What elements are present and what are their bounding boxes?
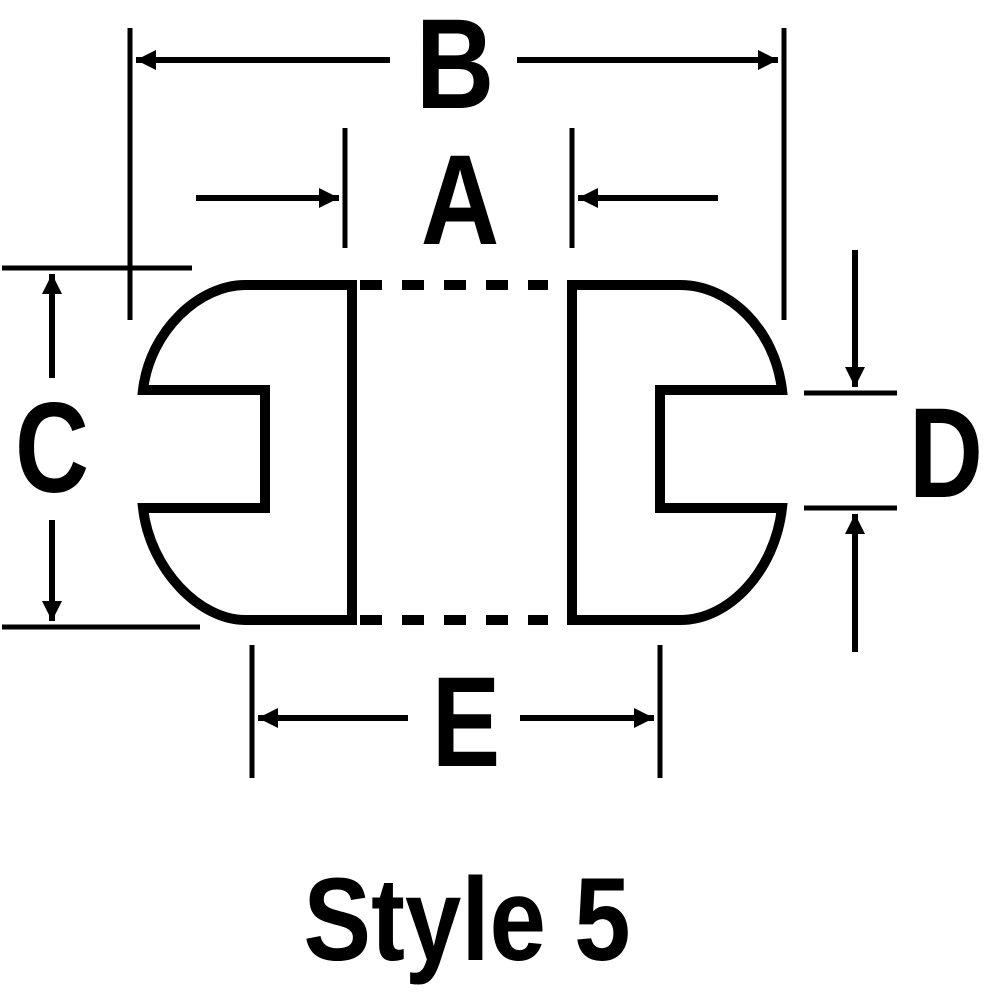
left-flange-outline [137,280,357,625]
label-a: A [421,129,500,272]
dimension-arrows [42,50,865,728]
part-outline [137,280,788,625]
label-c: C [15,376,89,520]
label-d: D [909,381,983,525]
extension-lines [2,28,897,778]
label-b: B [416,0,495,136]
label-e: E [432,650,500,794]
right-flange-outline [567,280,788,625]
diagram-title: Style 5 [303,854,630,986]
